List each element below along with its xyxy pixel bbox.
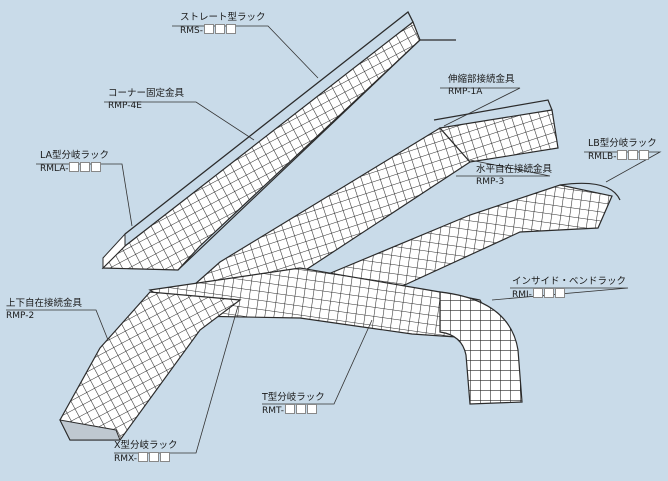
callout-code: RMS-: [180, 24, 266, 37]
callout-code: RMLB-: [588, 150, 657, 163]
callout-lb-branch-rack: LB型分岐ラック RMLB-: [588, 138, 657, 163]
callout-title: LB型分岐ラック: [588, 138, 657, 149]
callout-title: T型分岐ラック: [262, 392, 325, 403]
placeholder-box: [639, 150, 650, 160]
callout-code: RMLA-: [40, 162, 109, 175]
placeholder-box: [284, 404, 295, 414]
callout-code: RMT-: [262, 404, 325, 417]
placeholder-box: [628, 150, 639, 160]
placeholder-box: [148, 452, 159, 462]
placeholder-box: [80, 162, 91, 172]
callout-code: RMI-: [512, 288, 626, 301]
callout-code: RMP-2: [6, 311, 35, 321]
callout-straight-rack: ストレート型ラック RMS-: [180, 12, 266, 37]
callout-telescopic-joint: 伸縮部接続金具 RMP-1A: [448, 74, 515, 98]
callout-la-branch-rack: LA型分岐ラック RMLA-: [40, 150, 109, 175]
callout-title: 水平自在接続金具: [476, 164, 553, 175]
placeholder-box: [532, 288, 543, 298]
straight-rack-middle: [166, 99, 559, 319]
straight-rack-upper: [101, 10, 456, 271]
placeholder-box: [137, 452, 148, 462]
callout-title: X型分岐ラック: [114, 440, 178, 451]
placeholder-box: [617, 150, 628, 160]
callout-title: LA型分岐ラック: [40, 150, 110, 161]
callout-code: RMP-4E: [108, 101, 142, 111]
callout-title: コーナー固定金具: [108, 88, 185, 99]
callout-x-branch-rack: X型分岐ラック RMX-: [114, 440, 178, 465]
callout-title: インサイド・ベンドラック: [512, 276, 627, 287]
placeholder-box: [306, 404, 317, 414]
callout-code: RMX-: [114, 452, 178, 465]
callout-title: 上下自在接続金具: [6, 298, 83, 309]
callout-horizontal-joint: 水平自在接続金具 RMP-3: [476, 164, 552, 188]
callout-t-branch-rack: T型分岐ラック RMT-: [262, 392, 325, 417]
callout-inside-bend-rack: インサイド・ベンドラック RMI-: [512, 276, 626, 301]
placeholder-box: [203, 24, 214, 34]
placeholder-box: [554, 288, 565, 298]
callout-title: 伸縮部接続金具: [448, 74, 515, 85]
callout-vertical-joint: 上下自在接続金具 RMP-2: [6, 298, 82, 322]
placeholder-box: [69, 162, 80, 172]
inside-bend-rack: [439, 291, 523, 405]
callout-title: ストレート型ラック: [180, 12, 266, 23]
placeholder-box: [225, 24, 236, 34]
placeholder-box: [214, 24, 225, 34]
placeholder-box: [543, 288, 554, 298]
callout-code: RMP-3: [476, 177, 505, 187]
x-branch-rack: [59, 291, 242, 441]
placeholder-box: [91, 162, 102, 172]
callout-code: RMP-1A: [448, 87, 483, 97]
placeholder-box: [295, 404, 306, 414]
callout-corner-fixing: コーナー固定金具 RMP-4E: [108, 88, 184, 112]
placeholder-box: [159, 452, 170, 462]
